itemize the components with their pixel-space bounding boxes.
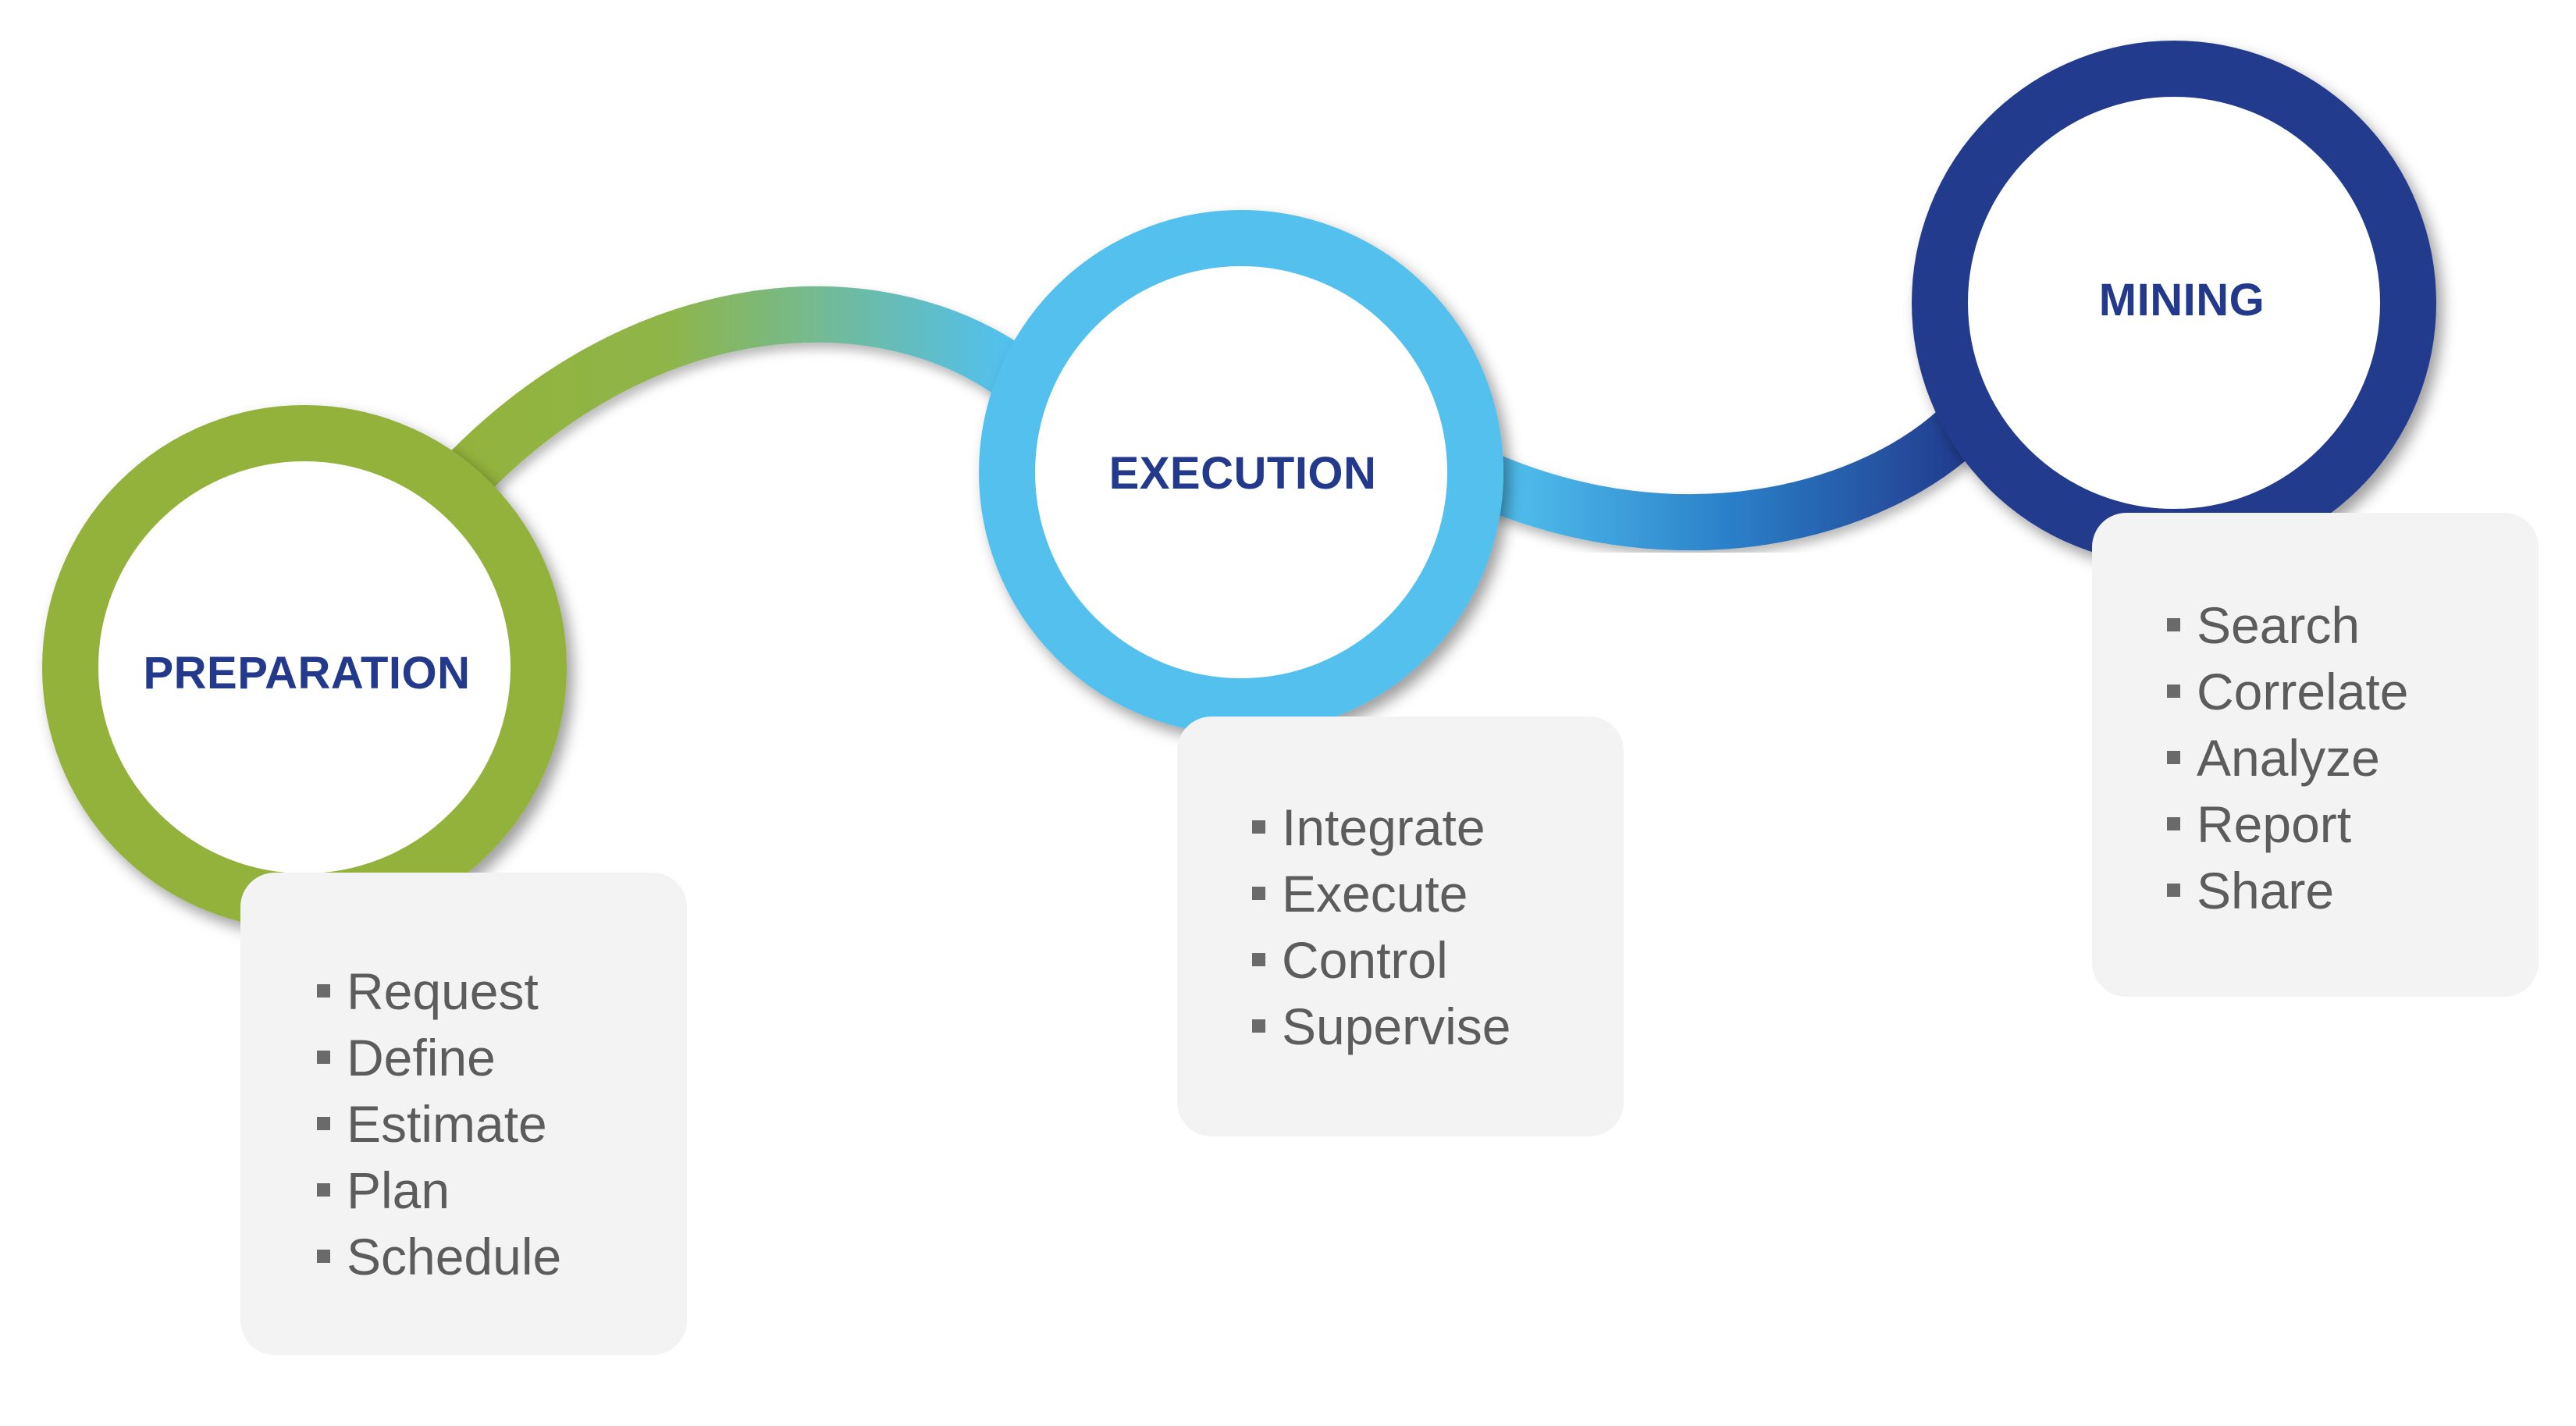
square-bullet-icon <box>1252 953 1265 966</box>
list-item-label: Schedule <box>347 1228 562 1286</box>
square-bullet-icon <box>2167 618 2180 631</box>
list-item: Plan <box>317 1158 687 1224</box>
stage-execution: EXECUTION <box>979 210 1503 734</box>
list-item: Define <box>317 1025 687 1091</box>
list-item-label: Search <box>2197 596 2361 654</box>
list-item-label: Report <box>2197 795 2352 853</box>
preparation-task-box: Request Define Estimate Plan Schedule <box>240 873 687 1355</box>
list-item-label: Plan <box>347 1161 450 1219</box>
list-item: Control <box>1252 927 1624 994</box>
list-item: Request <box>317 958 687 1025</box>
list-item-label: Estimate <box>347 1095 547 1153</box>
mining-task-list: Search Correlate Analyze Report Share <box>2167 592 2539 924</box>
stage-mining: MINING <box>1912 41 2436 565</box>
connector-execution-mining <box>1459 393 1995 551</box>
preparation-title: PREPARATION <box>143 648 470 699</box>
list-item-label: Supervise <box>1282 997 1511 1055</box>
square-bullet-icon <box>2167 884 2180 897</box>
square-bullet-icon <box>1252 820 1265 834</box>
list-item: Report <box>2167 791 2539 858</box>
square-bullet-icon <box>317 1183 330 1197</box>
list-item-label: Control <box>1282 931 1448 989</box>
list-item: Share <box>2167 858 2539 924</box>
connector-preparation-execution <box>409 286 1043 535</box>
list-item-label: Share <box>2197 862 2335 919</box>
square-bullet-icon <box>317 984 330 997</box>
list-item-label: Define <box>347 1029 496 1086</box>
square-bullet-icon <box>2167 685 2180 698</box>
mining-title: MINING <box>2099 275 2265 325</box>
square-bullet-icon <box>1252 887 1265 900</box>
list-item-label: Execute <box>1282 865 1468 923</box>
preparation-task-list: Request Define Estimate Plan Schedule <box>317 958 687 1290</box>
list-item-label: Integrate <box>1282 798 1485 856</box>
list-item: Analyze <box>2167 725 2539 791</box>
list-item-label: Correlate <box>2197 663 2409 720</box>
list-item: Execute <box>1252 861 1624 927</box>
square-bullet-icon <box>1252 1019 1265 1033</box>
square-bullet-icon <box>317 1117 330 1130</box>
mining-task-box: Search Correlate Analyze Report Share <box>2092 513 2539 997</box>
execution-title: EXECUTION <box>1109 448 1377 499</box>
list-item-label: Request <box>347 962 539 1020</box>
list-item: Estimate <box>317 1091 687 1158</box>
list-item: Schedule <box>317 1224 687 1290</box>
square-bullet-icon <box>317 1250 330 1263</box>
list-item: Supervise <box>1252 994 1624 1060</box>
square-bullet-icon <box>2167 751 2180 764</box>
execution-task-list: Integrate Execute Control Supervise <box>1252 795 1624 1060</box>
execution-task-box: Integrate Execute Control Supervise <box>1177 717 1624 1136</box>
stage-preparation: PREPARATION <box>42 405 567 930</box>
list-item: Correlate <box>2167 659 2539 725</box>
square-bullet-icon <box>317 1051 330 1064</box>
list-item: Search <box>2167 592 2539 659</box>
list-item: Integrate <box>1252 795 1624 861</box>
square-bullet-icon <box>2167 817 2180 830</box>
execution-ring <box>979 210 1503 734</box>
list-item-label: Analyze <box>2197 729 2380 787</box>
